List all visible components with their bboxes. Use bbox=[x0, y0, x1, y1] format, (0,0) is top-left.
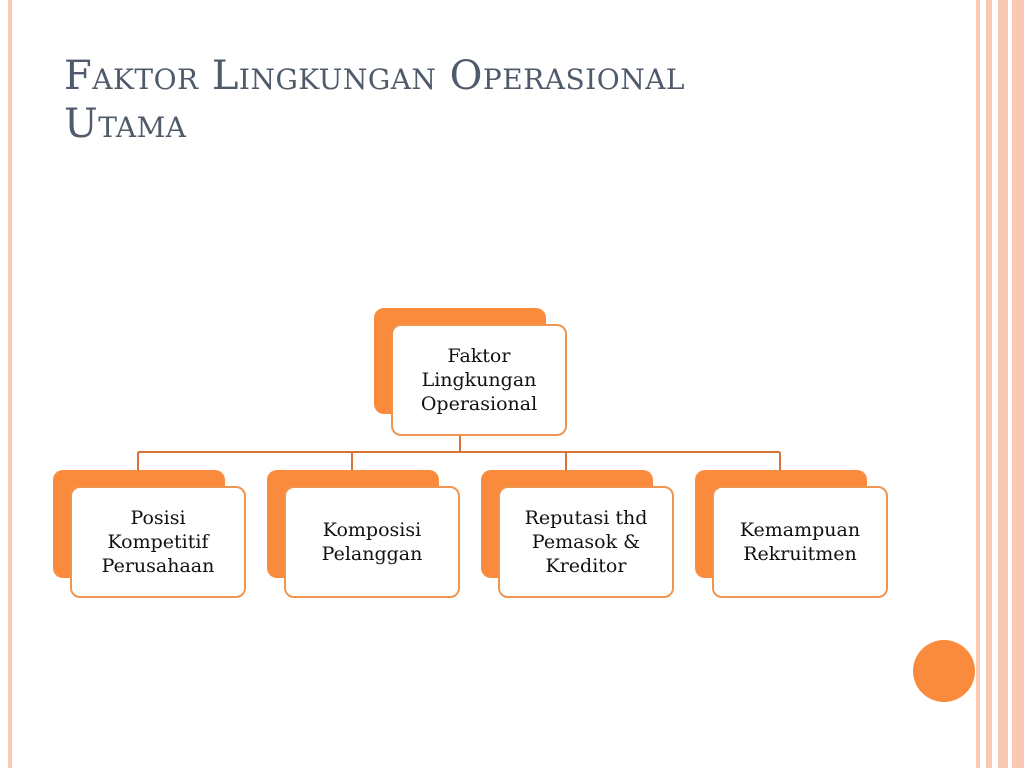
right-decor-stripes bbox=[976, 0, 1024, 768]
slide-title-line-1: Faktor Lingkungan Operasional bbox=[64, 53, 686, 99]
child-node-label: Kemampuan Rekruitmen bbox=[739, 519, 861, 565]
slide-title: Faktor Lingkungan Operasional Utama bbox=[64, 52, 924, 148]
child-node-komposisi-pelanggan: Komposisi Pelanggan bbox=[284, 486, 460, 598]
child-node-label: Posisi Kompetitif Perusahaan bbox=[101, 507, 215, 577]
left-decor-stripe bbox=[8, 0, 12, 768]
root-node: Faktor Lingkungan Operasional bbox=[391, 324, 567, 436]
child-node-posisi-kompetitif: Posisi Kompetitif Perusahaan bbox=[70, 486, 246, 598]
child-node-kemampuan-rekruitmen: Kemampuan Rekruitmen bbox=[712, 486, 888, 598]
root-node-label: Faktor Lingkungan Operasional bbox=[420, 345, 538, 415]
decor-circle bbox=[913, 640, 975, 702]
child-node-reputasi-pemasok: Reputasi thd Pemasok & Kreditor bbox=[498, 486, 674, 598]
child-node-label: Komposisi Pelanggan bbox=[321, 519, 423, 565]
slide-title-line-2: Utama bbox=[64, 101, 187, 147]
child-node-label: Reputasi thd Pemasok & Kreditor bbox=[524, 507, 648, 577]
